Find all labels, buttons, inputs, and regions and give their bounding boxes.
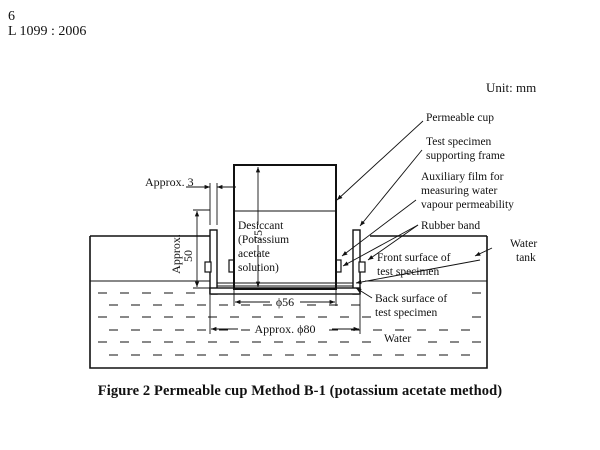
test-specimen <box>217 282 353 287</box>
label-permeable-cup: Permeable cup <box>426 112 494 124</box>
dimension-dia-56 <box>233 290 337 306</box>
label-auxiliary-film-1: Auxiliary film for <box>421 171 504 183</box>
label-water-tank-1: Water <box>510 238 537 250</box>
label-water: Water <box>384 333 411 345</box>
leader-lines <box>336 120 493 299</box>
label-back-surface-1: Back surface of <box>375 293 447 305</box>
desiccant-label-3: acetate <box>238 248 270 260</box>
dim-approx-50-value: 50 <box>181 250 195 262</box>
dim-dia-80: Approx. ϕ80 <box>255 322 316 336</box>
dim-approx-50-word: Approx. <box>169 234 183 274</box>
label-back-surface-2: test specimen <box>375 307 438 319</box>
unit-label: Unit: mm <box>486 80 537 95</box>
dim-75: 75 <box>251 230 265 242</box>
label-specimen-frame-2: supporting frame <box>426 150 505 162</box>
water-tank <box>89 235 488 369</box>
desiccant-label-2: (Potassium <box>238 234 289 246</box>
dimension-approx-50 <box>193 209 210 289</box>
label-front-surface-1: Front surface of <box>377 252 451 264</box>
standard-number: L 1099 : 2006 <box>8 24 87 39</box>
rubber-band <box>204 259 366 273</box>
page-number: 6 <box>8 9 15 24</box>
label-auxiliary-film-2: measuring water <box>421 185 497 197</box>
permeable-cup <box>233 164 337 290</box>
figure-caption: Figure 2 Permeable cup Method B-1 (potas… <box>97 383 503 399</box>
label-water-tank-2: tank <box>516 252 536 264</box>
label-specimen-frame-1: Test specimen <box>426 136 492 148</box>
label-auxiliary-film-3: vapour permeability <box>421 199 514 211</box>
desiccant-label-1: Desiccant <box>238 220 284 232</box>
label-front-surface-2: test specimen <box>377 266 440 278</box>
technical-drawing: Approx. 3 Approx. 50 75 ϕ56 Approx. ϕ80 … <box>89 112 537 369</box>
water-hatching <box>98 292 481 356</box>
desiccant-label-4: solution) <box>238 262 279 274</box>
dim-dia-56: ϕ56 <box>276 295 294 309</box>
dimension-dia-80 <box>209 295 361 334</box>
dim-approx-3: Approx. 3 <box>145 175 194 189</box>
label-rubber-band: Rubber band <box>421 220 480 232</box>
dimension-approx-3 <box>186 183 236 225</box>
